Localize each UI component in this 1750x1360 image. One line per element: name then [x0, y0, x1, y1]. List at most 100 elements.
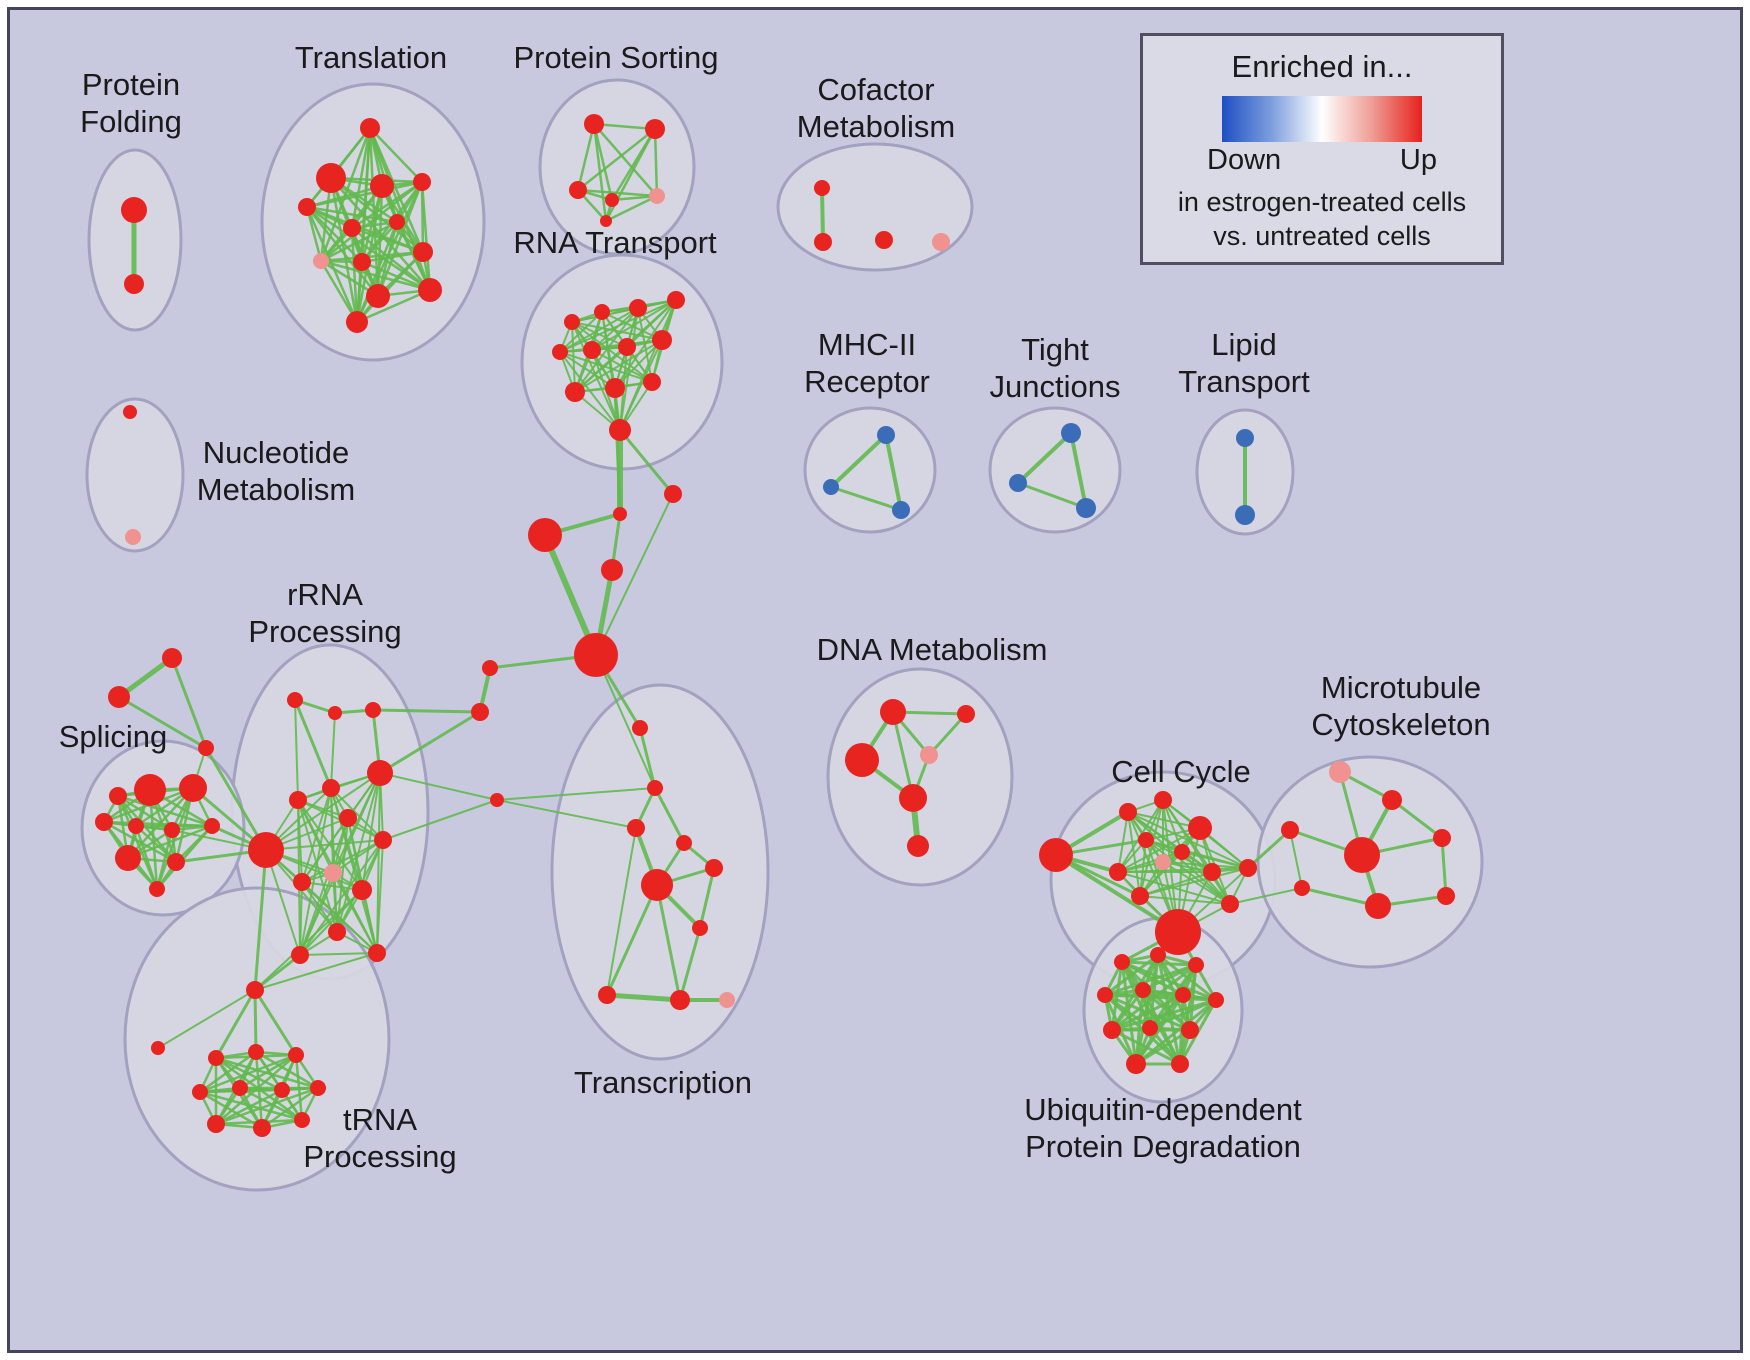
node-rt4	[552, 344, 568, 360]
node-nm2	[125, 529, 141, 545]
node-cc10	[1239, 859, 1257, 877]
edge	[319, 220, 399, 263]
node-lt2	[1235, 505, 1255, 525]
edge	[253, 988, 298, 1057]
edge	[379, 772, 498, 801]
node-pf1	[121, 197, 147, 223]
node-tc6	[641, 869, 673, 901]
node-rr11	[324, 864, 342, 882]
node-ub9	[1142, 1020, 1158, 1036]
edge	[305, 205, 432, 292]
edge	[382, 799, 498, 841]
node-sp1	[134, 774, 166, 806]
edge	[618, 428, 675, 496]
edge	[576, 188, 659, 198]
edge	[102, 820, 178, 864]
edge	[1134, 998, 1218, 1066]
node-ub6	[1175, 987, 1191, 1003]
edge	[299, 839, 384, 956]
edge	[350, 126, 372, 230]
edge	[376, 772, 381, 954]
node-ps4	[605, 193, 619, 207]
edge	[155, 828, 174, 891]
node-tn4	[192, 1084, 208, 1100]
edge	[157, 989, 256, 1049]
edge	[1289, 829, 1303, 889]
legend-up-label: Up	[1399, 144, 1437, 176]
edge	[1117, 867, 1249, 873]
node-ub4	[1097, 987, 1113, 1003]
node-ub8	[1103, 1021, 1121, 1039]
node-mc6	[1294, 880, 1310, 896]
edge	[1300, 886, 1380, 908]
edge	[559, 351, 653, 383]
edge	[604, 194, 659, 223]
node-mc3	[1281, 821, 1299, 839]
edge	[170, 656, 208, 750]
node-sp9	[167, 853, 185, 871]
edge	[496, 787, 656, 801]
edge	[1162, 861, 1231, 905]
node-lt1	[1236, 429, 1254, 447]
node-x1	[162, 648, 182, 668]
edge	[576, 122, 596, 192]
edge	[655, 883, 682, 1002]
edge	[155, 786, 195, 891]
edge	[355, 288, 432, 324]
edge	[305, 205, 380, 298]
edge	[559, 311, 603, 353]
edge	[1246, 828, 1292, 870]
node-rr5	[367, 760, 393, 786]
node-ps1	[584, 114, 604, 134]
node-mc2	[1382, 790, 1402, 810]
edge	[420, 180, 432, 292]
edge	[299, 817, 349, 956]
cluster-label-rna-transport: RNA Transport	[513, 225, 717, 260]
node-t4	[370, 174, 394, 198]
node-cc1	[1039, 838, 1073, 872]
node-tc7	[692, 920, 708, 936]
node-mh2	[823, 479, 839, 495]
legend-down-label: Down	[1207, 144, 1282, 176]
edge	[299, 952, 378, 956]
node-rt7	[652, 330, 672, 350]
edge	[1139, 867, 1249, 897]
node-t3	[298, 198, 316, 216]
edge	[1181, 851, 1249, 869]
edge	[254, 952, 378, 991]
node-tj3	[1076, 498, 1096, 518]
edge	[829, 433, 888, 489]
edge	[126, 824, 214, 860]
edge	[1103, 993, 1218, 1002]
edge	[299, 872, 334, 956]
edge	[829, 485, 903, 512]
node-ps2	[645, 119, 665, 139]
edge	[891, 710, 915, 800]
node-tc9	[670, 990, 690, 1010]
node-rt10	[643, 373, 661, 391]
node-rr13	[352, 880, 372, 900]
edge	[571, 321, 653, 383]
node-mh3	[892, 501, 910, 519]
edge	[204, 746, 268, 852]
edge	[1229, 887, 1303, 905]
node-cc9	[1203, 863, 1221, 881]
edge	[294, 699, 299, 801]
edge	[319, 250, 425, 263]
node-sp8	[115, 845, 141, 871]
edge	[265, 839, 384, 851]
edge	[678, 926, 702, 1002]
node-sp6	[164, 822, 180, 838]
edge	[884, 433, 903, 512]
node-tnx	[151, 1041, 165, 1055]
edge	[614, 339, 663, 389]
edge	[1162, 799, 1183, 853]
node-tj2	[1009, 474, 1027, 492]
node-tn10	[294, 1112, 310, 1128]
node-x2	[108, 686, 130, 708]
node-tc2	[647, 780, 663, 796]
node-mc8	[1437, 887, 1455, 905]
node-cf4	[932, 233, 950, 251]
node-ps6	[600, 215, 612, 227]
